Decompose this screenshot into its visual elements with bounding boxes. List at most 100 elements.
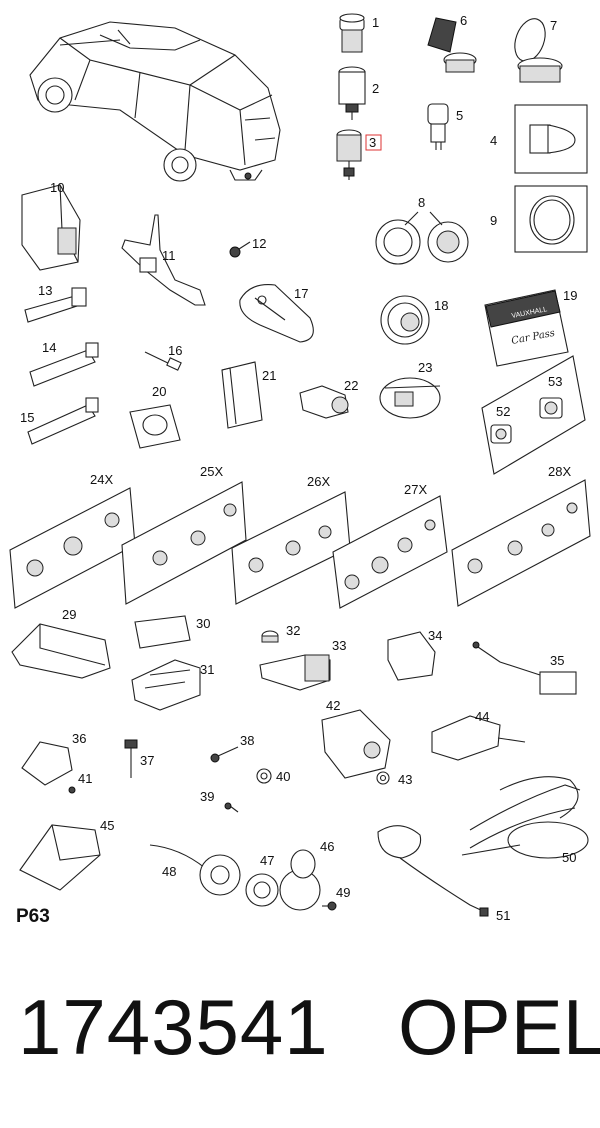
callout-30: 30: [196, 616, 210, 631]
tray-part-31: [131, 659, 201, 711]
callout-39: 39: [200, 789, 214, 804]
sensor-part-22: [299, 385, 349, 419]
callout-24x: 24X: [90, 472, 113, 487]
callout-11: 11: [162, 248, 176, 263]
socket-part-47: [245, 873, 279, 907]
sensor-kit-52-53: [481, 355, 586, 475]
callout-53: 53: [548, 374, 562, 389]
callout-2: 2: [372, 81, 379, 96]
box-part-34: [387, 631, 436, 681]
lighter-part-1: [339, 13, 365, 53]
module-part-21: [221, 361, 263, 429]
speaker-part-23: [379, 377, 441, 419]
callout-13: 13: [38, 283, 52, 298]
callout-46: 46: [320, 839, 334, 854]
callout-52: 52: [496, 404, 510, 419]
callout-50: 50: [562, 850, 576, 865]
callout-8: 8: [418, 195, 425, 210]
bulb-part-4: [514, 104, 588, 174]
screw-part-41: [68, 786, 76, 794]
kit-panel-27x: [332, 495, 448, 609]
callout-27x: 27X: [404, 482, 427, 497]
callout-9: 9: [490, 213, 497, 228]
grommet-part-32: [261, 630, 279, 643]
callout-26x: 26X: [307, 474, 330, 489]
socket-part-6: [427, 17, 477, 73]
screw-part-12: [229, 241, 251, 258]
callout-18: 18: [434, 298, 448, 313]
socket-part-8: [375, 211, 469, 265]
antenna-part-51: [377, 825, 489, 917]
callout-44: 44: [475, 709, 489, 724]
button-part-18: [380, 295, 430, 345]
tray-part-29: [11, 623, 111, 679]
screw-part-38: [210, 746, 239, 763]
callout-3-highlight-box: [365, 134, 382, 151]
callout-32: 32: [286, 623, 300, 638]
callout-17: 17: [294, 286, 308, 301]
parts-diagram: VAUXHALL Car Pass: [9, 13, 591, 923]
bracket-part-36: [21, 741, 73, 786]
lighter-part-2: [338, 66, 366, 120]
key-fob-part-17: [239, 284, 314, 343]
callout-21: 21: [262, 368, 276, 383]
lighter-part-3: [336, 129, 362, 180]
cable-part-35: [472, 641, 577, 695]
pin-part-16: [144, 351, 182, 371]
callout-45: 45: [100, 818, 114, 833]
sensor-part-13: [24, 287, 87, 323]
bracket-part-11: [121, 214, 206, 306]
callout-40: 40: [276, 769, 290, 784]
callout-5: 5: [456, 108, 463, 123]
lamp-part-5: [427, 103, 449, 150]
callout-49: 49: [336, 885, 350, 900]
nut-part-40: [256, 768, 272, 784]
grommet-part-48: [149, 844, 241, 896]
callout-43: 43: [398, 772, 412, 787]
callout-23: 23: [418, 360, 432, 375]
callout-48: 48: [162, 864, 176, 879]
callout-28x: 28X: [548, 464, 571, 479]
callout-14: 14: [42, 340, 56, 355]
sensor-part-15: [27, 397, 99, 445]
callout-labels: 1 2 3 4 5 6 7 8 9 10 11 12 13 17 18 19 1…: [20, 13, 577, 923]
nut-part-43: [376, 771, 390, 785]
callout-12: 12: [252, 236, 266, 251]
callout-4: 4: [490, 133, 497, 148]
callout-6: 6: [460, 13, 467, 28]
callout-7: 7: [550, 18, 557, 33]
callout-10: 10: [50, 180, 64, 195]
callout-37: 37: [140, 753, 154, 768]
connector-part-33: [259, 654, 331, 691]
callout-34: 34: [428, 628, 442, 643]
sensor-part-14: [29, 342, 99, 387]
callout-20: 20: [152, 384, 166, 399]
module-part-30: [134, 615, 191, 649]
kit-panel-26x: [231, 491, 351, 605]
callout-19: 19: [563, 288, 577, 303]
callout-33: 33: [332, 638, 346, 653]
part-number: 1743541: [18, 983, 329, 1071]
car-illustration: [29, 21, 281, 182]
callout-35: 35: [550, 653, 564, 668]
module-part-10: [21, 184, 81, 271]
callout-22: 22: [344, 378, 358, 393]
section-code: P63: [16, 906, 50, 927]
callout-1: 1: [372, 15, 379, 30]
callout-51: 51: [496, 908, 510, 923]
callout-38: 38: [240, 733, 254, 748]
brand-name: OPEL: [398, 983, 600, 1071]
vauxhall-badge-part-19: VAUXHALL Car Pass: [484, 289, 569, 367]
module-part-42: [321, 709, 391, 779]
wiring-harness-part-50: [461, 776, 589, 859]
module-part-44: [431, 715, 526, 761]
callout-3: 3: [369, 135, 376, 150]
callout-25x: 25X: [200, 464, 223, 479]
callout-47: 47: [260, 853, 274, 868]
bolt-part-37: [124, 739, 138, 778]
clip-part-20: [129, 404, 181, 449]
screw-part-49: [322, 901, 337, 911]
callout-29: 29: [62, 607, 76, 622]
ring-part-9: [514, 185, 588, 253]
callout-41: 41: [78, 771, 92, 786]
